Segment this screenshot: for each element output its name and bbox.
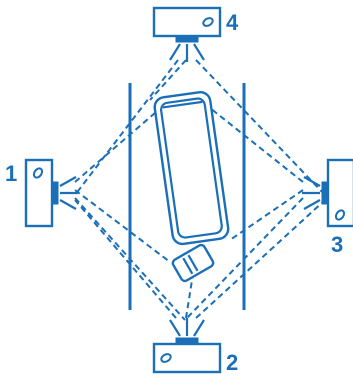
projector-3-body — [326, 158, 353, 228]
projector-2-body — [152, 342, 222, 374]
projector-2-lens-icon — [160, 353, 172, 363]
beam-1-top — [74, 99, 171, 183]
projector-4-ray — [169, 43, 181, 61]
projector-4-label: 4 — [226, 10, 239, 35]
vehicle-trailer-inner — [159, 97, 223, 239]
vehicle — [153, 90, 230, 246]
projector-3: 3 — [302, 158, 353, 257]
projector-2-ray — [193, 319, 205, 337]
projector-1-lens-icon — [32, 167, 44, 179]
beam-3-top — [199, 99, 304, 183]
vehicle-trailer-front-bar — [162, 100, 203, 109]
projector-1-mount — [51, 181, 59, 205]
projector-2-ray — [169, 319, 181, 337]
beam-4-center — [149, 59, 187, 101]
projector-4-ray — [193, 43, 205, 61]
cab-window-2 — [187, 254, 199, 272]
projector-4-mount — [175, 35, 199, 43]
projector-2: 2 — [152, 318, 238, 375]
projector-2-mount — [175, 337, 199, 345]
vehicle-cab — [171, 243, 215, 283]
walls — [128, 83, 246, 310]
vehicle-trailer — [153, 90, 230, 246]
projector-3-ray — [303, 199, 321, 210]
projector-3-mount — [321, 181, 329, 205]
projector-2-label: 2 — [226, 350, 238, 375]
beam-3-mid — [229, 189, 304, 241]
projector-4-lens-icon — [202, 17, 214, 27]
projector-4-body — [152, 6, 222, 38]
projector-3-lens-icon — [334, 209, 346, 221]
projector-1-ray — [59, 176, 77, 187]
projector-3-label: 3 — [331, 232, 343, 257]
projector-1: 1 — [5, 158, 78, 228]
beam-2-left — [74, 199, 177, 319]
beam-4-left — [74, 59, 179, 196]
projector-3-ray — [303, 176, 321, 187]
projector-1-body — [24, 158, 54, 228]
beam-2-right — [195, 199, 326, 319]
projector-4: 4 — [152, 6, 239, 62]
beam-4-right — [195, 59, 326, 196]
projector-1-label: 1 — [5, 161, 17, 186]
projector-1-ray — [59, 199, 77, 210]
cab-window — [182, 257, 194, 275]
